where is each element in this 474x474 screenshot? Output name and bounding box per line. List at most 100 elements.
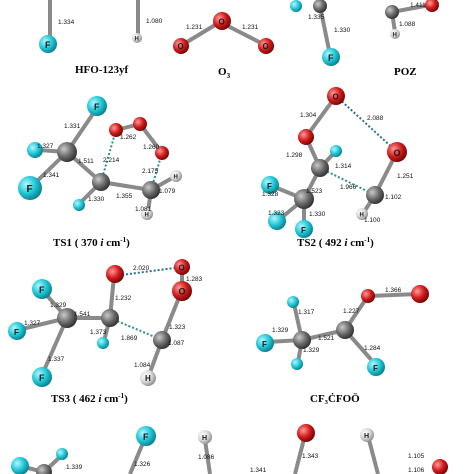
bond-length-label: 1.323 [169,324,186,331]
panel-caption: O3 [218,66,231,80]
atom-symbol: H [135,37,139,43]
bond [318,5,332,56]
bond-length-label: 1.331 [64,123,81,130]
atom-symbol: F [14,328,19,337]
atom-symbol: F [143,432,149,442]
bond-length-label: 1.329 [303,347,320,354]
atom-symbol: O [179,287,186,297]
bond [40,317,69,376]
bond-length-label: 1.511 [78,158,94,165]
weak-bond [335,95,398,153]
bond-length-label: 1.337 [48,356,65,363]
atom-symbol: F [94,102,100,112]
bond-length-label: 1.343 [302,453,319,460]
oxygen-atom [133,117,147,131]
bond-length-label: 1.231 [242,24,259,31]
fluorine-atom [322,48,340,66]
bond-length-label: 1.330 [334,27,351,34]
bond-length-label: 1.262 [120,134,137,141]
weak-bond [100,129,117,183]
weak-bond [109,317,163,341]
bond-length-label: 1.081 [135,206,152,213]
carbon-atom [385,5,399,19]
atom-symbol: O [263,42,269,51]
oxygen-atom [258,38,274,54]
carbon-atom [101,309,119,327]
bond-length-label: 1.087 [168,340,185,347]
atom-symbol: H [145,374,151,383]
bond-length-label: 1.355 [116,193,133,200]
bond-length-label: 1.102 [385,194,402,201]
oxygen-atom [411,285,429,303]
bond-length-label: 1.341 [250,467,267,474]
oxygen-atom [425,0,439,12]
bond-length-label: 1.335 [308,14,325,21]
carbon-atom [293,331,311,349]
atom-symbol: F [45,40,51,50]
bond-length-label: 1.251 [397,173,414,180]
panel-ts2: O O F F H 1.304 2.088 1.298 1.314 1.251 … [261,87,414,249]
bond-length-label: 1.323 [268,210,285,217]
bond-length-label: 1.227 [343,308,360,315]
bond-length-label: 1.966 [340,184,357,191]
atom-symbol: O [179,264,185,273]
bond-length-label: 1.329 [272,327,289,334]
fluorine-atom [367,358,385,376]
bond-length-label: 1.284 [364,345,381,352]
carbon-atom [313,0,327,13]
panel-hfo: F H 1.334 1.080 HFO-123yf [39,0,163,76]
oxygen-atom [387,142,407,162]
atom-symbol: F [27,184,33,195]
carbon-atom [311,159,329,177]
hydrogen-atom [132,33,142,43]
atom-symbol: O [178,42,184,51]
bond-length-label: 1.231 [186,24,203,31]
bond-length-label: 1.330 [88,196,105,203]
fluorine-atom [56,448,68,460]
bond-length-label: 1.105 [408,453,425,460]
oxygen-atom [106,265,124,283]
panel-poz: F H 1.335 1.330 1.411 1.088 POZ [290,0,439,78]
bond-length-label: 1.328 [262,191,279,198]
fluorine-atom [295,220,313,238]
bond-length-label: 1.334 [58,19,75,26]
bond-length-label: 1.541 [74,311,91,318]
hydrogen-atom [140,370,156,386]
oxygen-atom [174,259,190,275]
fluorine-atom [256,334,274,352]
atom-symbol: F [373,364,378,373]
bond-length-label: 1.232 [115,295,132,302]
fluorine-atom [291,358,303,370]
atom-symbol: H [360,213,364,219]
bond-length-label: 1.088 [399,21,416,28]
atom-symbol: O [394,148,401,158]
bond-length-label: 1.317 [298,309,315,316]
bond-length-label: 1.373 [90,329,107,336]
oxygen-atom [172,281,192,301]
bond-length-label: 1.084 [134,362,151,369]
oxygen-atom [432,459,448,474]
bond-length-label: 1.298 [286,152,303,159]
atom-symbol: H [393,33,397,39]
bond-length-label: 1.327 [37,143,54,150]
carbon-atom [153,331,171,349]
oxygen-atom [361,289,375,303]
bond-length-label: 1.106 [408,467,425,474]
carbon-atom [294,189,314,209]
panel-caption: HFO-123yf [75,64,128,76]
panel-bottom-row: F H H 1.339 1.326 1.086 1.341 1.343 1.10… [11,424,448,474]
atom-symbol: H [364,433,369,440]
hydrogen-atom [356,208,368,220]
bond-length-label: 1.341 [43,172,60,179]
atom-symbol: H [145,213,149,219]
oxygen-atom [155,146,169,160]
bond-length-label: 1.329 [50,302,67,309]
hydrogen-atom [141,208,153,220]
oxygen-atom [213,12,231,30]
atom-symbol: H [202,435,207,442]
carbon-atom [36,464,52,474]
panel-caption: POZ [394,66,417,78]
bond-length-label: 1.366 [385,287,402,294]
bond-length-label: 2.020 [133,265,150,272]
